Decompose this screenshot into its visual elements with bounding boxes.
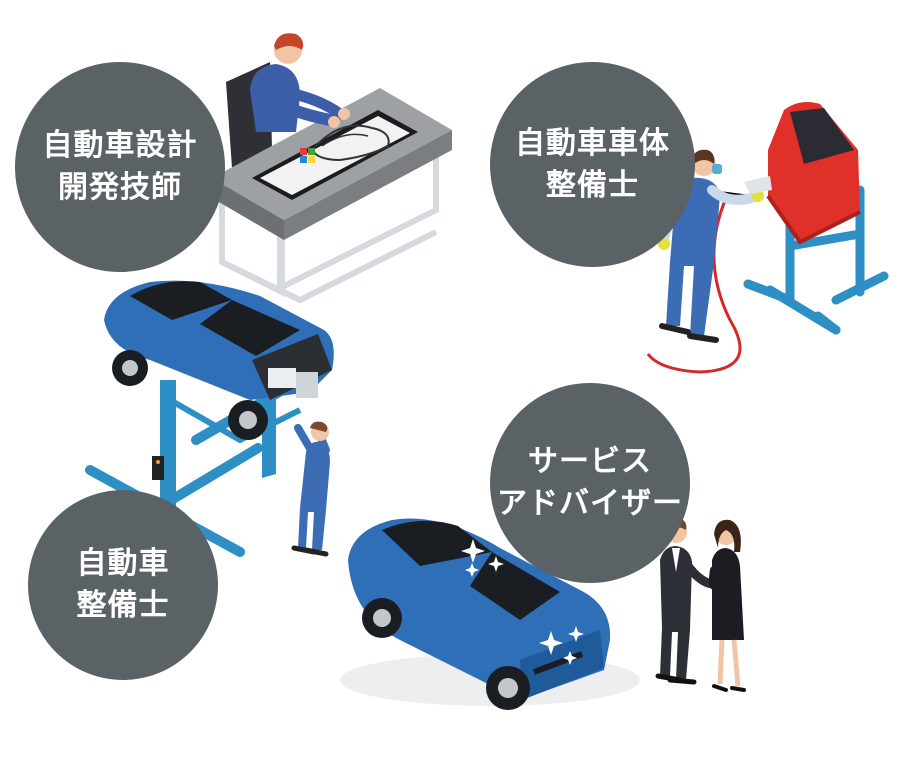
role-design-line1: 自動車設計 bbox=[42, 128, 198, 163]
lift-illustration bbox=[85, 280, 334, 557]
door-window bbox=[790, 108, 854, 164]
color-palette bbox=[300, 148, 315, 163]
car-sketch bbox=[310, 124, 390, 162]
role-mechanic-line2: 整備士 bbox=[76, 588, 170, 623]
role-circle-service-advisor: サービス アドバイザー bbox=[490, 383, 690, 583]
role-design-line2: 開発技師 bbox=[58, 170, 182, 205]
lift-post-left bbox=[160, 380, 176, 520]
designer-person bbox=[250, 33, 350, 132]
role-body-line1: 自動車車体 bbox=[515, 125, 670, 161]
role-circle-auto-mechanic: 自動車 整備士 bbox=[28, 490, 218, 680]
desk-side bbox=[212, 178, 284, 240]
role-body-line2: 整備士 bbox=[546, 167, 639, 203]
designer-illustration bbox=[212, 33, 452, 304]
role-circle-design-engineer: 自動車設計 開発技師 bbox=[15, 62, 225, 272]
desk-front bbox=[284, 130, 452, 240]
role-circle-body-mechanic: 自動車車体 整備士 bbox=[490, 62, 695, 267]
role-mechanic-line1: 自動車 bbox=[76, 546, 170, 581]
dealer-car bbox=[348, 518, 611, 710]
lift-control-box bbox=[152, 456, 164, 480]
desk-frame bbox=[220, 229, 438, 304]
role-service-line2: アドバイザー bbox=[497, 486, 683, 521]
door-stand bbox=[765, 185, 889, 335]
role-service-line1: サービス bbox=[528, 444, 652, 479]
mechanic-person bbox=[291, 421, 330, 557]
dealer-illustration bbox=[340, 517, 746, 710]
customer-person bbox=[709, 519, 746, 692]
sparkle-icons bbox=[461, 539, 584, 665]
raised-car bbox=[104, 280, 334, 440]
drawing-paper bbox=[260, 116, 410, 195]
